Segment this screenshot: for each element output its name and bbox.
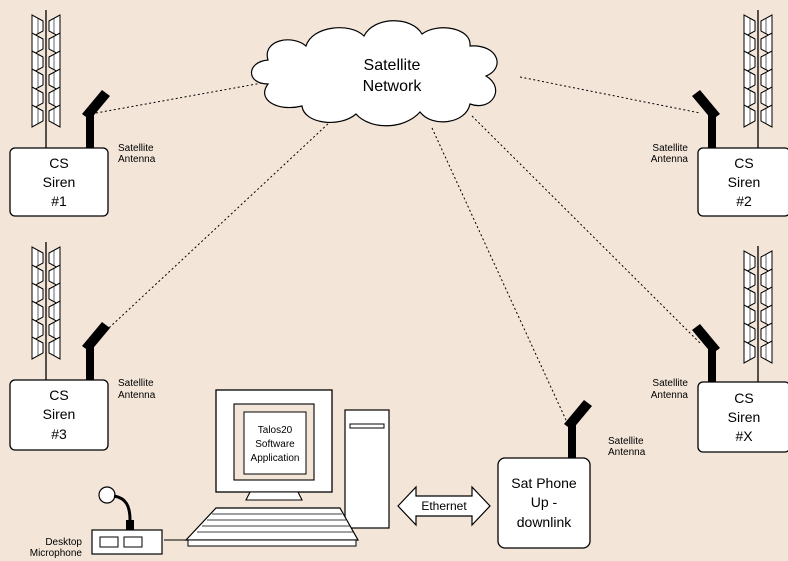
siren-x-line3: #X [735, 428, 753, 444]
siren-2-antenna-label-line1: Satellite [652, 143, 688, 154]
siren-3-line2: Siren [43, 406, 76, 422]
siren-x-tower [744, 246, 772, 386]
siren-1-line1: CS [49, 155, 68, 171]
ethernet-link: Ethernet [397, 485, 491, 527]
sat-phone: Sat Phone Up - downlink Satellite Antenn… [497, 400, 646, 549]
network-label-line2: Network [363, 78, 423, 95]
siren-2-line3: #2 [736, 193, 752, 209]
siren-1: CS Siren #1 Satellite Antenna [9, 10, 156, 217]
siren-x-line1: CS [734, 390, 753, 406]
siren-3-box [9, 379, 109, 451]
siren-2-antenna-icon [692, 90, 720, 148]
siren-3-tower [32, 242, 60, 382]
link-sat-phone [431, 127, 567, 421]
satellite-network-cloud: Satellite Network [251, 20, 498, 127]
microphone-label-line2: Microphone [30, 548, 83, 559]
siren-x-box [697, 381, 788, 453]
sat-phone-line3: downlink [517, 514, 572, 530]
siren-x: CS Siren #X Satellite Antenna [651, 246, 788, 453]
microphone-head-icon [98, 486, 116, 504]
sat-phone-box [497, 457, 591, 549]
sat-phone-antenna-label-line1: Satellite [608, 436, 644, 447]
sat-phone-antenna-icon [564, 400, 592, 458]
network-label-line1: Satellite [364, 57, 421, 74]
siren-1-antenna-label-line1: Satellite [118, 143, 154, 154]
sat-phone-line1: Sat Phone [511, 475, 577, 491]
siren-2-line1: CS [734, 155, 753, 171]
siren-3-antenna-label-line1: Satellite [118, 378, 154, 389]
link-siren-2 [519, 76, 701, 114]
microphone-label-line1: Desktop [45, 537, 82, 548]
link-siren-1 [95, 82, 263, 114]
desktop-microphone: Desktop Microphone [30, 486, 186, 559]
software-line2: Software [255, 439, 295, 450]
siren-3-antenna-label-line2: Antenna [118, 390, 156, 401]
siren-3-antenna-icon [82, 322, 110, 380]
ethernet-arrow-icon [397, 485, 491, 527]
siren-x-antenna-icon [692, 324, 720, 382]
siren-1-antenna-label-line2: Antenna [118, 154, 156, 165]
computer-tower-icon [344, 409, 390, 529]
sat-phone-line2: Up - [531, 494, 558, 510]
siren-1-antenna-icon [82, 90, 110, 148]
siren-2-line2: Siren [728, 174, 761, 190]
siren-1-line3: #1 [51, 193, 67, 209]
software-line1: Talos20 [258, 425, 293, 436]
siren-3-line3: #3 [51, 426, 67, 442]
siren-3-line1: CS [49, 387, 68, 403]
satellite-links [95, 76, 701, 421]
software-line3: Application [251, 453, 300, 464]
siren-2-antenna-label-line2: Antenna [651, 154, 689, 165]
siren-x-antenna-label-line2: Antenna [651, 390, 689, 401]
link-siren-3 [95, 121, 331, 341]
siren-1-box [9, 147, 109, 217]
siren-2: CS Siren #2 Satellite Antenna [651, 10, 788, 217]
siren-x-line2: Siren [728, 409, 761, 425]
keyboard-icon [184, 507, 360, 547]
siren-1-line2: Siren [43, 174, 76, 190]
siren-2-tower [744, 10, 772, 150]
computer-workstation: Talos20 Software Application [184, 389, 390, 547]
ethernet-label: Ethernet [421, 499, 467, 513]
siren-3: CS Siren #3 Satellite Antenna [9, 242, 156, 451]
siren-1-tower [32, 10, 60, 150]
sat-phone-antenna-label-line2: Antenna [608, 447, 646, 458]
siren-x-antenna-label-line1: Satellite [652, 378, 688, 389]
siren-2-box [697, 147, 788, 217]
